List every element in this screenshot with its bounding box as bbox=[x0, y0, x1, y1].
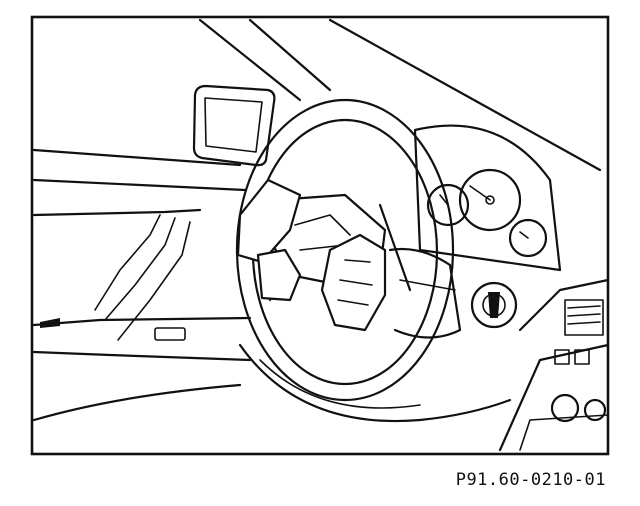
center-console bbox=[498, 278, 610, 452]
steering-column bbox=[388, 247, 462, 339]
figure-reference-code: P91.60-0210-01 bbox=[455, 470, 606, 490]
door-panel bbox=[32, 148, 252, 422]
ignition-switch bbox=[470, 281, 518, 329]
instrument-cluster bbox=[413, 124, 562, 272]
technician-hands bbox=[236, 178, 387, 332]
windshield-pillar bbox=[198, 18, 602, 172]
dashboard-lower bbox=[238, 343, 512, 423]
side-mirror bbox=[192, 84, 276, 167]
illustration-frame bbox=[30, 15, 610, 456]
